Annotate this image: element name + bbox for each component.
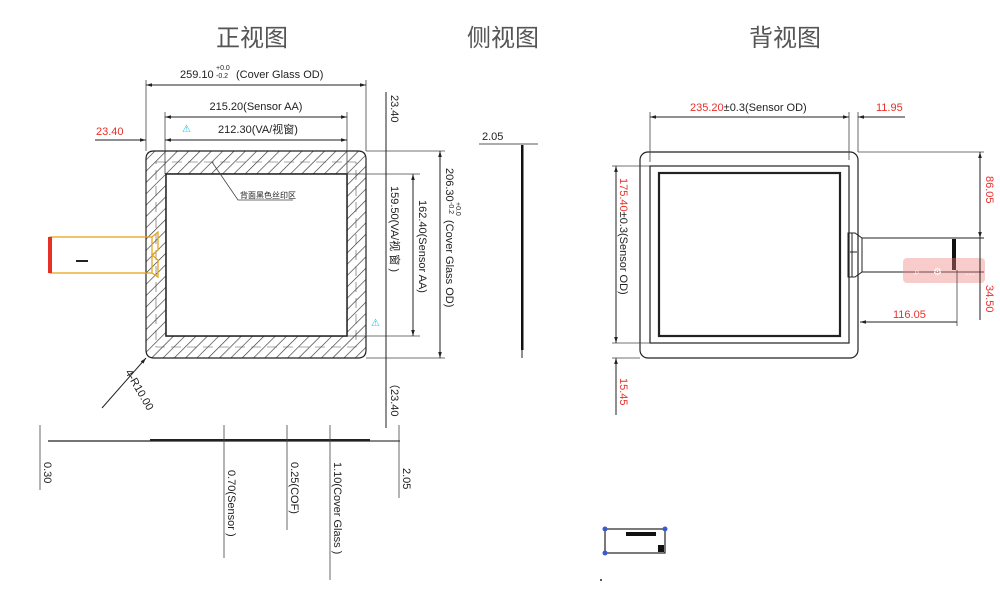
cover-glass-outline <box>639 151 859 359</box>
front-view: 259.10 +0.0 -0.2 (Cover Glass OD) 215.20… <box>48 65 461 428</box>
side-thickness-dim: 2.05 <box>482 131 503 143</box>
search-icon[interactable]: ⌕ <box>914 267 920 278</box>
cover-glass-width-tol-upper: +0.0 <box>216 65 230 72</box>
more-icon[interactable]: … <box>965 267 975 278</box>
thickness-label: 1.10(Cover Glass ) <box>331 462 343 554</box>
sensor-width-dim: 235.20±0.3(Sensor OD) <box>690 102 807 114</box>
back-view-title: 背视图 <box>749 24 821 52</box>
cover-glass-width-tol-lower: -0.2 <box>216 73 228 80</box>
side-view: 2.05 <box>479 131 538 358</box>
fpc-tail <box>48 230 159 279</box>
side-profile <box>521 145 524 350</box>
fpc-width-dim: 34.50 <box>983 285 995 313</box>
sensor-aa-height: 162.40(Sensor AA) <box>416 200 428 293</box>
floating-toolbar-overlay[interactable] <box>903 258 985 283</box>
corner-radius-note: 4-R10.00 <box>122 368 155 413</box>
bottom-offset-dim: （23.40 <box>388 378 401 417</box>
thickness-label: 0.30 <box>41 462 53 483</box>
cover-glass-height-tol-lower: -0.2 <box>447 202 454 214</box>
sensor-height-tolerance: ±0.3(Sensor OD) <box>617 212 629 295</box>
warning-icon: ⚠ <box>182 124 191 135</box>
view-area <box>165 173 348 337</box>
back-view: 235.20±0.3(Sensor OD) 11.95 ⌕ ⚙ … 86.05 … <box>612 102 995 415</box>
thickness-label: 2.05 <box>400 468 412 489</box>
thickness-label: 0.70(Sensor ) <box>225 470 237 537</box>
gear-icon[interactable]: ⚙ <box>933 267 942 278</box>
cover-glass-width-value: 259.10 <box>180 69 214 81</box>
cover-glass-height-label: (Cover Glass OD) <box>443 220 455 307</box>
sensor-height-value: 175.40 <box>617 178 629 212</box>
right-offset-dim: 11.95 <box>876 102 903 114</box>
cover-glass-height-value: 206.30 <box>443 168 455 202</box>
active-area-outline <box>657 171 842 338</box>
sensor-aa-width: 215.20(Sensor AA) <box>210 101 303 113</box>
silk-print-note: 背面黑色丝印区 <box>240 190 296 200</box>
fpc-stiffener <box>952 239 956 270</box>
sensor-height-dim: 175.40±0.3(Sensor OD) <box>617 178 629 295</box>
warning-icon: ⚠ <box>371 318 380 329</box>
cover-glass-width-label: (Cover Glass OD) <box>236 69 323 81</box>
va-width: 212.30(VA/视窗) <box>218 122 298 136</box>
top-offset-dim: 23.40 <box>388 95 400 123</box>
sensor-width-value: 235.20 <box>690 102 724 114</box>
side-view-title: 侧视图 <box>467 24 539 52</box>
bottom-offset-dim: 15.45 <box>617 378 629 406</box>
sensor-aa-outline <box>155 161 357 348</box>
sensor-outline <box>649 165 850 344</box>
fpc-top-dim: 86.05 <box>983 176 995 204</box>
thickness-label: 0.25(COF) <box>288 462 300 514</box>
front-view-title: 正视图 <box>216 24 288 52</box>
va-height: 159.50(VA/视 窗 ) <box>388 186 402 272</box>
fpc-length-dim: 116.05 <box>893 309 926 321</box>
sensor-width-tolerance: ±0.3(Sensor OD) <box>724 102 807 114</box>
thickness-stack: 0.30 0.70(Sensor ) 0.25(COF) 1.10(Cover … <box>39 425 412 580</box>
cover-glass-height-tol-upper: +0.0 <box>454 202 461 216</box>
left-offset-dim: 23.40 <box>96 126 124 138</box>
thumbnail-icon[interactable] <box>600 526 668 582</box>
